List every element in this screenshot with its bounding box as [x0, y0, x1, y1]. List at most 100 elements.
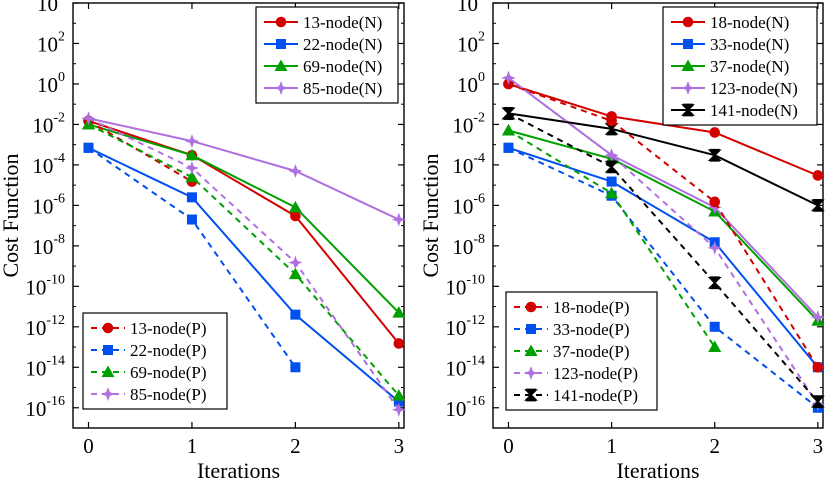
legend-entry: 13-node(N) — [264, 13, 382, 32]
data-point — [707, 200, 722, 215]
x-tick-label: 1 — [187, 434, 198, 458]
legend-marker — [682, 16, 694, 28]
data-point — [392, 389, 406, 401]
series-line — [507, 77, 819, 318]
y-tick-label: 10-12 — [25, 313, 65, 340]
legend-marker — [524, 344, 538, 356]
series-141-node(P) — [501, 107, 825, 409]
legend-marker — [103, 345, 113, 355]
x-axis-label: Iterations — [616, 458, 699, 483]
y-tick-label: 10-6 — [452, 191, 485, 218]
legend-entry: 69-node(N) — [264, 57, 382, 76]
data-point — [393, 396, 404, 407]
legend-label: 13-node(N) — [303, 13, 382, 32]
series-line — [508, 146, 819, 368]
data-point — [707, 276, 722, 290]
data-point — [81, 111, 96, 126]
series-line — [88, 117, 400, 221]
data-point — [288, 164, 303, 178]
data-point — [288, 200, 302, 213]
series-line — [508, 146, 819, 409]
x-tick-label: 2 — [290, 434, 301, 458]
y-tick-label: 102 — [457, 29, 485, 56]
y-tick-label: 10-16 — [25, 394, 65, 421]
legend-entry: 37-node(N) — [671, 57, 789, 76]
series-line — [88, 123, 400, 397]
legend-entry: 18-node(P) — [514, 298, 629, 317]
data-point — [185, 148, 199, 161]
legend-entry: 22-node(N) — [264, 35, 382, 54]
legend-label: 141-node(P) — [553, 386, 638, 405]
legend-label: 22-node(N) — [303, 35, 382, 54]
y-tick-label: 100 — [457, 70, 485, 97]
data-point — [288, 267, 302, 280]
data-point — [606, 176, 617, 187]
legend-label: 37-node(N) — [710, 57, 789, 76]
data-point — [503, 142, 514, 153]
legend-entry: 33-node(N) — [671, 35, 789, 54]
legend-marker — [683, 39, 693, 49]
y-tick-label: 10-4 — [452, 151, 485, 178]
series-69-node(P) — [82, 117, 406, 401]
series-line — [507, 129, 716, 348]
legend-bottom-left: 18-node(P)33-node(P)37-node(P)123-node(P… — [505, 291, 658, 411]
data-point — [707, 148, 722, 162]
legend-label: 37-node(P) — [553, 342, 629, 361]
legend-label: 69-node(P) — [130, 363, 206, 382]
y-tick-label: 10-4 — [32, 151, 65, 178]
legend-label: 18-node(N) — [710, 13, 789, 32]
y-tick-label: 10-14 — [25, 353, 65, 380]
right-chart-panel: 10410210010-210-410-610-810-1010-1210-14… — [418, 0, 825, 483]
legend-marker — [681, 81, 695, 95]
legend-entry: 123-node(N) — [671, 79, 798, 98]
legend-top-right: 13-node(N) 22-node(N) 69-node(N) 85-node(N) — [255, 6, 399, 104]
data-point — [606, 115, 617, 127]
data-point — [605, 186, 619, 199]
y-tick-label: 10-12 — [445, 313, 485, 340]
legend-label: 123-node(N) — [710, 79, 798, 98]
data-point — [184, 134, 199, 149]
y-tick-label: 10-2 — [32, 110, 65, 137]
data-point — [604, 160, 619, 174]
legend-marker — [274, 81, 288, 95]
series-line — [88, 117, 400, 411]
legend-marker — [274, 59, 288, 71]
legend-entry: 141-node(P) — [514, 386, 638, 405]
legend-entry: 141-node(N) — [671, 101, 798, 120]
y-tick-label: 10-10 — [25, 272, 65, 299]
data-point — [812, 361, 824, 373]
legend-bottom-left: 13-node(P) 22-node(P) 69-node(P) 85-node(P) — [82, 312, 228, 410]
legend-marker — [102, 322, 114, 334]
legend-top-right: 18-node(N) 33-node(N) 37-node(N) 123-node(N… — [662, 6, 818, 126]
x-tick-label: 0 — [83, 434, 94, 458]
series-line — [508, 112, 819, 403]
data-point — [184, 161, 199, 176]
y-tick-label: 100 — [37, 70, 65, 97]
legend-entry: 18-node(N) — [671, 13, 789, 32]
legend-label: 69-node(N) — [303, 57, 382, 76]
data-point — [391, 212, 406, 227]
data-point — [393, 338, 405, 349]
x-tick-label: 0 — [503, 434, 514, 458]
series-69-node(N) — [82, 117, 406, 318]
y-tick-label: 10-10 — [445, 272, 485, 299]
data-point — [185, 170, 199, 183]
legend-label: 85-node(P) — [130, 385, 206, 404]
y-axis-label: Cost Function — [0, 153, 23, 277]
legend-entry: 22-node(P) — [91, 341, 206, 360]
legend-label: 123-node(P) — [553, 364, 638, 383]
series-85-node(P) — [81, 111, 406, 417]
legend-entry: 85-node(N) — [264, 79, 382, 98]
legend-marker — [275, 16, 287, 28]
left-chart-panel: 10410210010-210-410-610-810-1010-1210-14… — [0, 0, 406, 483]
data-point — [709, 196, 721, 208]
data-point — [290, 210, 301, 222]
legend-label: 13-node(P) — [130, 319, 206, 338]
series-22-node(P) — [83, 142, 301, 373]
data-point — [392, 306, 406, 318]
data-point — [709, 321, 720, 332]
legend-marker — [101, 387, 115, 401]
y-tick-label: 10-8 — [32, 232, 65, 259]
legend-marker — [524, 366, 538, 380]
